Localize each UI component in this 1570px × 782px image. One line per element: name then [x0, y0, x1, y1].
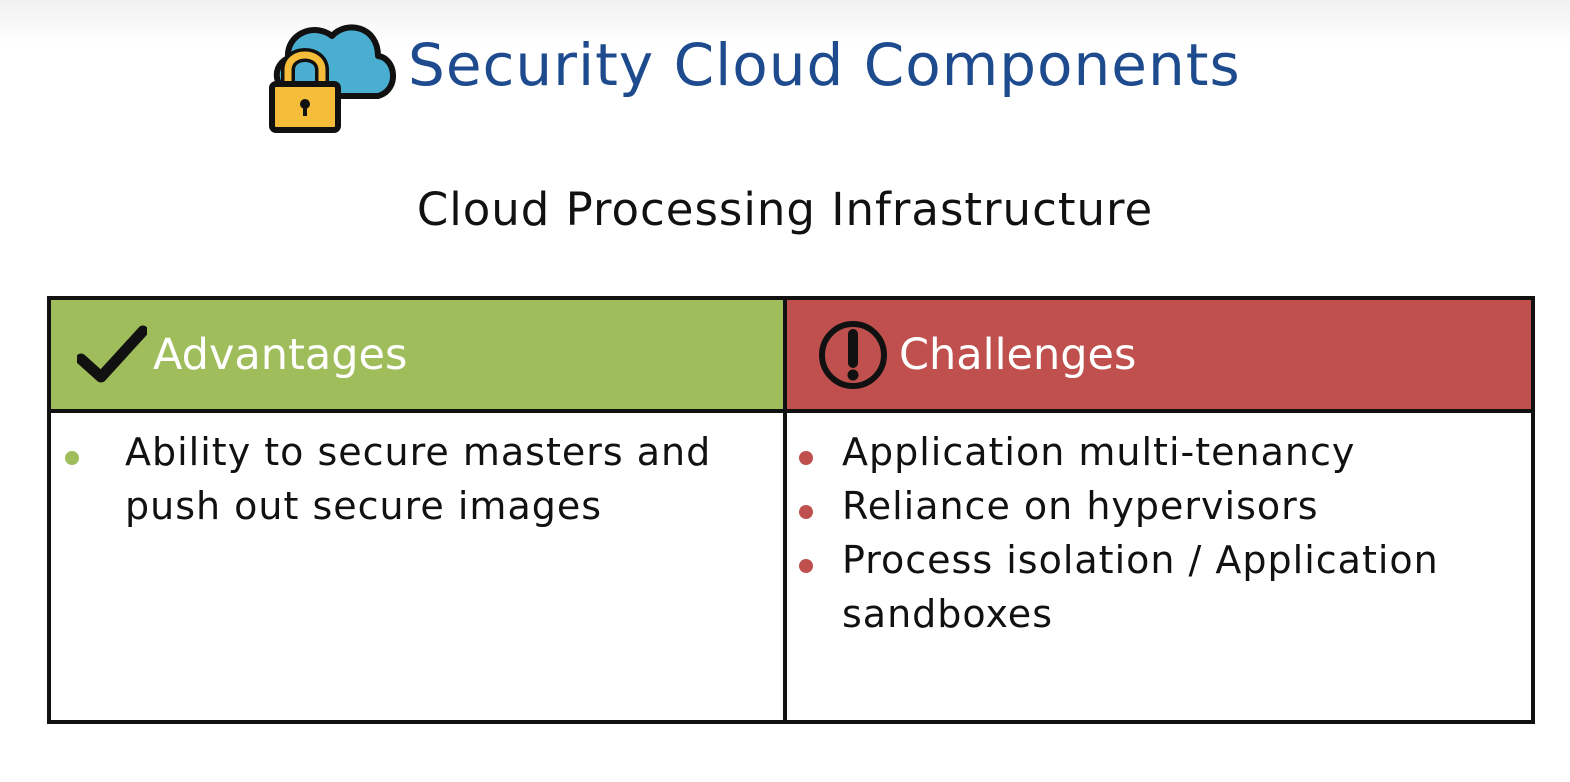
title-bar: Security Cloud Components	[262, 18, 1241, 136]
challenge-text: Process isolation / Application sandboxe…	[842, 538, 1439, 636]
bullet-dot-icon	[799, 559, 813, 573]
page-title: Security Cloud Components	[408, 31, 1241, 99]
challenge-text: Reliance on hypervisors	[842, 484, 1319, 528]
list-item: Ability to secure masters and push out s…	[51, 425, 783, 533]
advantage-text: Ability to secure masters and push out s…	[125, 430, 712, 528]
challenges-header: Challenges	[787, 300, 1531, 413]
advantages-list: Ability to secure masters and push out s…	[51, 425, 783, 533]
advantages-label: Advantages	[153, 329, 408, 380]
challenge-text: Application multi-tenancy	[842, 430, 1356, 474]
bullet-dot-icon	[799, 451, 813, 465]
advantages-header: Advantages	[51, 300, 787, 413]
exclamation-circle-icon	[817, 319, 889, 391]
challenges-list: Application multi-tenancy Reliance on hy…	[787, 425, 1531, 641]
list-item: Application multi-tenancy	[787, 425, 1531, 479]
checkmark-icon	[75, 325, 149, 385]
bullet-dot-icon	[65, 451, 79, 465]
slide-subtitle: Cloud Processing Infrastructure	[416, 183, 1154, 236]
bullet-dot-icon	[799, 505, 813, 519]
list-item: Process isolation / Application sandboxe…	[787, 533, 1531, 641]
challenges-label: Challenges	[899, 329, 1137, 380]
list-item: Reliance on hypervisors	[787, 479, 1531, 533]
challenges-cell: Application multi-tenancy Reliance on hy…	[787, 413, 1531, 720]
cloud-lock-icon	[262, 18, 398, 136]
comparison-table: Advantages Challenges Ability to secure …	[47, 296, 1535, 724]
advantages-cell: Ability to secure masters and push out s…	[51, 413, 787, 720]
